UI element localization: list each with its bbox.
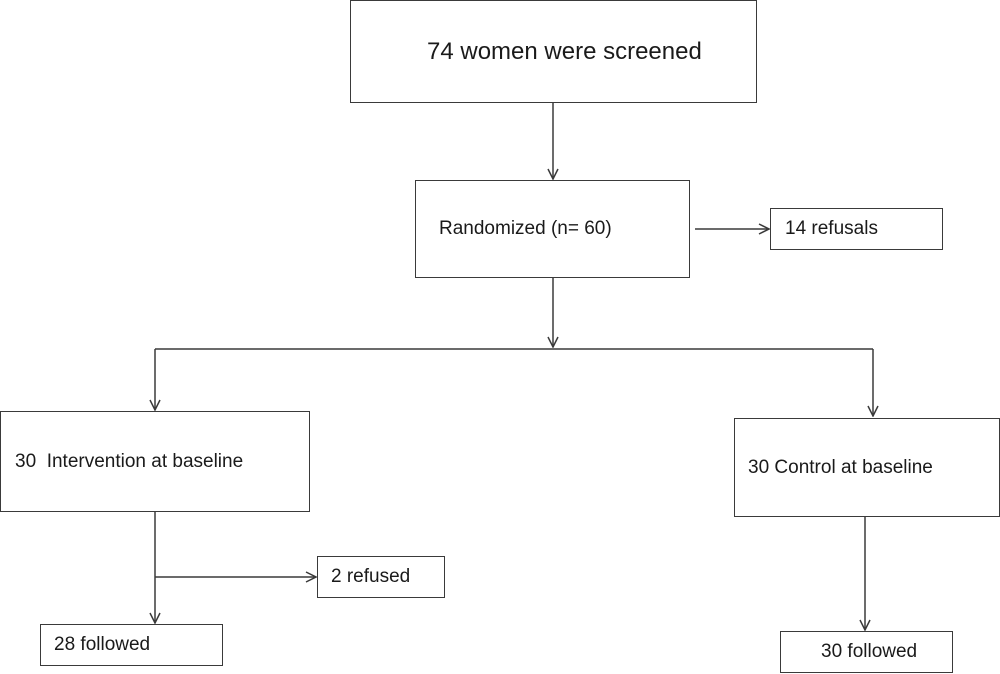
randomized-box: Randomized (n= 60): [415, 180, 690, 278]
screened-box: 74 women were screened: [350, 0, 757, 103]
refused-label: 2 refused: [331, 566, 411, 587]
control-followed-box: 30 followed: [780, 631, 953, 673]
control-label: 30 Control at baseline: [748, 456, 933, 478]
screened-label: 74 women were screened: [427, 37, 702, 65]
control-box: 30 Control at baseline: [734, 418, 1000, 517]
intervention-followed-label: 28 followed: [54, 634, 151, 655]
refusals-box: 14 refusals: [770, 208, 943, 250]
refused-box: 2 refused: [317, 556, 445, 598]
randomized-label: Randomized (n= 60): [439, 218, 612, 239]
control-followed-label: 30 followed: [821, 641, 918, 662]
refusals-label: 14 refusals: [785, 218, 878, 239]
intervention-label: 30 Intervention at baseline: [15, 450, 244, 472]
intervention-box: 30 Intervention at baseline: [0, 411, 310, 512]
intervention-followed-box: 28 followed: [40, 624, 223, 666]
